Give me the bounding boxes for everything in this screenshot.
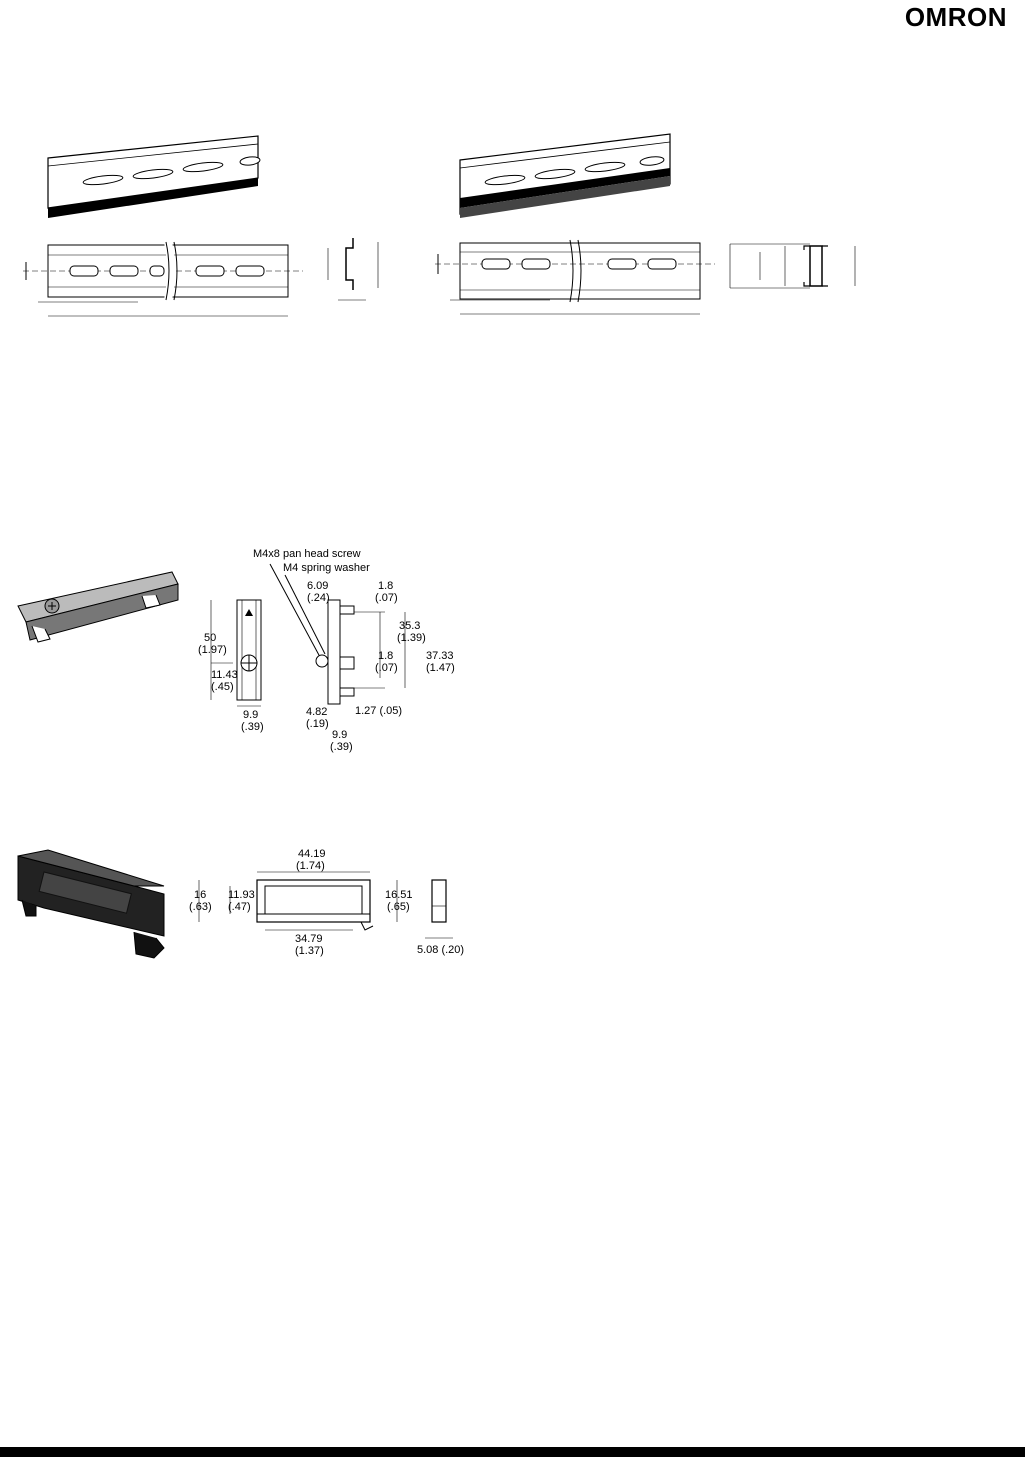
- dim-1-8-a-inch: (.07): [375, 592, 398, 604]
- din-rail-figure-right: [430, 128, 870, 320]
- din-rail-figure-left: [18, 130, 398, 320]
- dim-11-43: 11.43: [211, 669, 238, 681]
- dim-1-8-b-inch: (.07): [375, 662, 398, 674]
- dim-50-inch: (1.97): [198, 644, 227, 656]
- din-rail-drawing-left: [23, 135, 379, 317]
- dim-9-9-a: 9.9: [243, 709, 258, 721]
- dim-1-8-b: 1.8: [378, 650, 393, 662]
- dim-37-33-inch: (1.47): [426, 662, 455, 674]
- dim-16-51-inch: (.65): [387, 901, 410, 913]
- dim-35-3: 35.3: [399, 620, 420, 632]
- dim-9-9-b: 9.9: [332, 729, 347, 741]
- washer-label: M4 spring washer: [283, 562, 370, 574]
- din-rail-drawing-right: [435, 133, 856, 315]
- footer-bar: [0, 1447, 1025, 1457]
- screw-label: M4x8 pan head screw: [253, 548, 361, 560]
- dim-9-9-a-inch: (.39): [241, 721, 264, 733]
- dim-4-82: 4.82: [306, 706, 327, 718]
- spacer-dimension-drawing: 44.19 (1.74) 16 (.63) 11.93 (.47) 16.51 …: [185, 842, 475, 972]
- dim-11-93-inch: (.47): [228, 901, 251, 913]
- dim-34-79-inch: (1.37): [295, 945, 324, 957]
- dim-35-3-inch: (1.39): [397, 632, 426, 644]
- dim-16-inch: (.63): [189, 901, 212, 913]
- dim-6-09: 6.09: [307, 580, 328, 592]
- dim-1-27: 1.27 (.05): [355, 705, 402, 717]
- dim-16: 16: [194, 889, 206, 901]
- dim-4-82-inch: (.19): [306, 718, 329, 730]
- dim-1-8-a: 1.8: [378, 580, 393, 592]
- dim-37-33: 37.33: [426, 650, 454, 662]
- end-plate-dimension-drawing: M4x8 pan head screw M4 spring washer 50 …: [195, 542, 470, 762]
- dim-5-08: 5.08 (.20): [417, 944, 464, 956]
- dim-34-79: 34.79: [295, 933, 323, 945]
- dim-6-09-inch: (.24): [307, 592, 330, 604]
- dim-9-9-b-inch: (.39): [330, 741, 353, 753]
- spacer-photo: [14, 846, 174, 966]
- dim-44-19-inch: (1.74): [296, 860, 325, 872]
- omron-logo: OMRON: [904, 2, 1007, 32]
- dim-44-19: 44.19: [298, 848, 326, 860]
- dim-11-43-inch: (.45): [211, 681, 234, 693]
- dim-16-51: 16.51: [385, 889, 413, 901]
- dim-50: 50: [204, 632, 216, 644]
- dim-11-93: 11.93: [228, 889, 255, 901]
- end-plate-photo: [12, 566, 192, 651]
